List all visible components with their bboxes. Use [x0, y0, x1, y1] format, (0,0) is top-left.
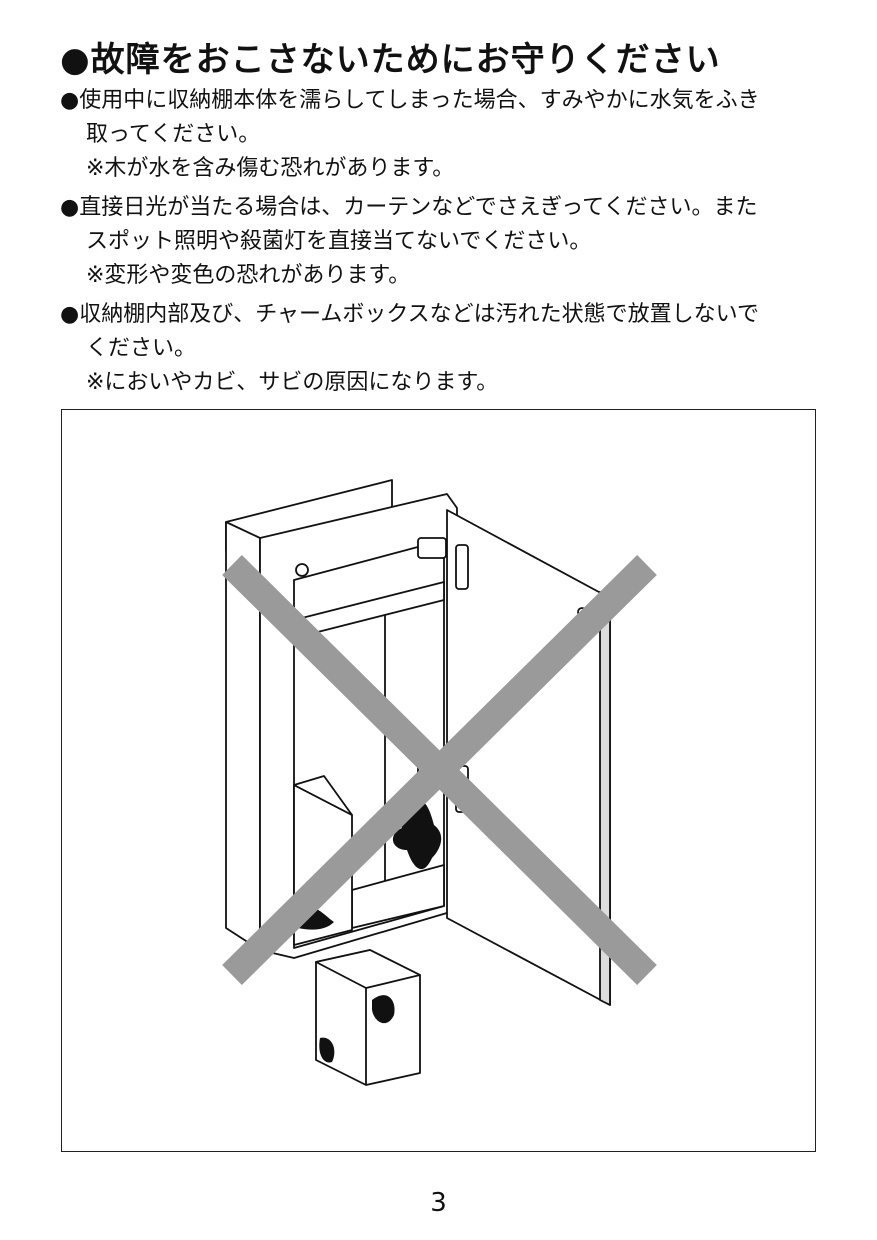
- caution-note: ※木が水を含み傷む恐れがあります。: [86, 156, 455, 181]
- caution-line: 取ってください。: [86, 122, 261, 147]
- caution-item-sunlight: ●直接日光が当たる場合は、カーテンなどでさえぎってください。また スポット照明や…: [60, 191, 830, 293]
- caution-item-water: ●使用中に収納棚本体を濡らしてしまった場合、すみやかに水気をふき 取ってください…: [60, 84, 830, 186]
- page-title: ●故障をおこさないためにお守りください: [60, 40, 721, 80]
- caution-item-dirt: ●収納棚内部及び、チャームボックスなどは汚れた状態で放置しないで ください。 ※…: [60, 298, 830, 400]
- caution-line: スポット照明や殺菌灯を直接当てないでください。: [86, 229, 592, 254]
- hinge-upper: [417, 537, 447, 559]
- caution-note: ※においやカビ、サビの原因になります。: [86, 370, 499, 395]
- stain-box-2: [319, 1037, 335, 1063]
- caution-note: ※変形や変色の恐れがあります。: [86, 263, 411, 288]
- caution-line: ●使用中に収納棚本体を濡らしてしまった場合、すみやかに水気をふき: [60, 88, 760, 113]
- cabinet-illustration: [222, 479, 657, 1086]
- caution-line: ください。: [86, 336, 197, 361]
- illustration-frame: [61, 409, 816, 1152]
- page-number: 3: [430, 1188, 447, 1218]
- caution-line: ●収納棚内部及び、チャームボックスなどは汚れた状態で放置しないで: [60, 302, 759, 327]
- caution-line: ●直接日光が当たる場合は、カーテンなどでさえぎってください。また: [60, 195, 758, 220]
- prohibition-x-icon: [222, 555, 657, 985]
- stain-box-1: [372, 995, 395, 1024]
